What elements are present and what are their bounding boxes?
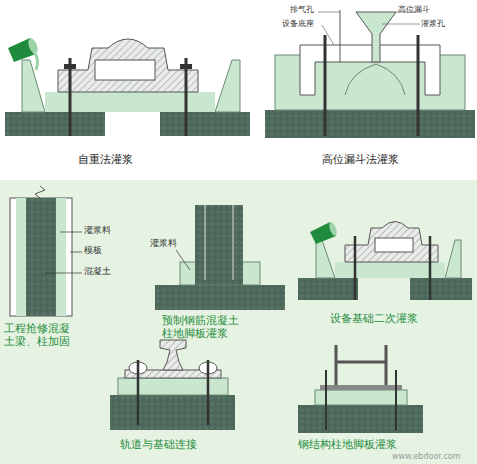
callout: 灌浆料 bbox=[84, 225, 111, 236]
funnel-grouting bbox=[265, 10, 475, 138]
caption: 工程抢修混凝土梁、柱加固 bbox=[4, 322, 74, 348]
caption: 高位漏斗法灌浆 bbox=[322, 153, 399, 166]
watermark: www.ebdoor.com bbox=[392, 452, 461, 462]
callout: 灌浆料 bbox=[150, 238, 177, 249]
column-repair bbox=[10, 186, 82, 316]
caption: 钢结构柱地脚板灌浆 bbox=[298, 438, 397, 451]
gravity-grouting bbox=[5, 37, 250, 136]
callout: 高位漏斗 bbox=[398, 5, 430, 15]
caption: 自重法灌浆 bbox=[78, 153, 133, 166]
panel-bg bbox=[0, 180, 477, 464]
precast-column bbox=[155, 205, 285, 310]
steel-column bbox=[298, 345, 423, 433]
caption: 轨道与基础连接 bbox=[120, 438, 197, 451]
callout: 设备底座 bbox=[282, 19, 314, 29]
caption: 设备基础二次灌浆 bbox=[330, 312, 418, 325]
caption: 预制钢筋混凝土柱地脚板灌浆 bbox=[162, 314, 244, 340]
callout: 灌浆孔 bbox=[421, 19, 445, 29]
equipment-grouting bbox=[298, 221, 472, 300]
rail-connection bbox=[110, 340, 235, 430]
callout: 排气孔 bbox=[290, 5, 314, 15]
callout: 混凝土 bbox=[84, 266, 111, 277]
callout: 模板 bbox=[84, 245, 102, 256]
